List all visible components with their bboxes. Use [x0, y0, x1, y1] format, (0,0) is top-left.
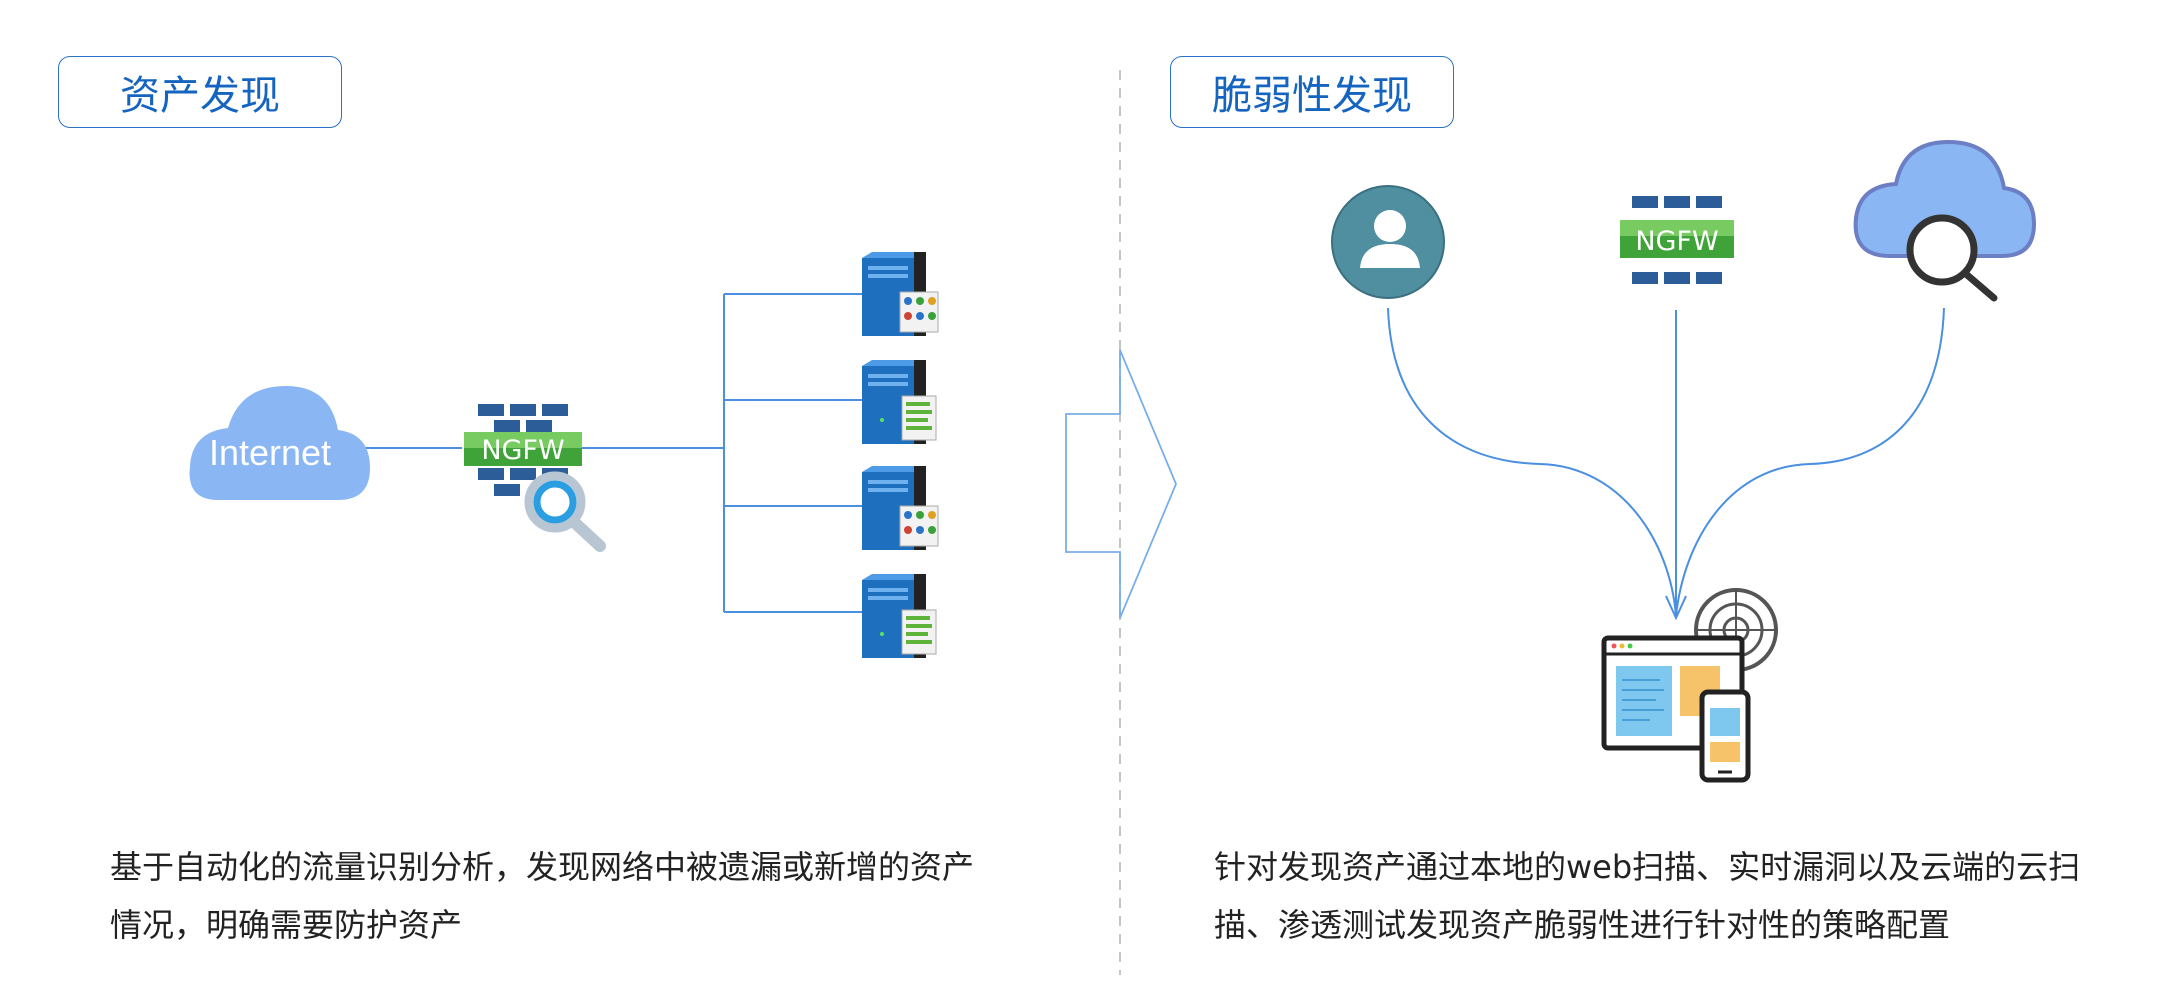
asset-discovery-description: 基于自动化的流量识别分析，发现网络中被遗漏或新增的资产 情况，明确需要防护资产: [110, 838, 1010, 954]
scan-flow-lines: [1387, 307, 1945, 621]
magnifier-icon: [524, 471, 606, 552]
server-icon: [862, 574, 937, 658]
internet-label: Internet: [209, 432, 331, 473]
internet-cloud-icon: [189, 386, 370, 500]
ngfw-label-left: NGFW: [481, 435, 564, 466]
vulnerability-discovery-description-line2: 描、渗透测试发现资产脆弱性进行针对性的策略配置: [1214, 906, 1951, 944]
transition-arrow-icon: [1065, 349, 1177, 619]
server-icon: [862, 252, 939, 336]
asset-discovery-description-line2: 情况，明确需要防护资产: [110, 906, 463, 944]
cloud-search-icon: [1853, 139, 2037, 302]
device-icon: [1601, 635, 1751, 783]
vulnerability-discovery-title: 脆弱性发现: [1212, 73, 1412, 119]
firewall-icon: NGFW: [1620, 196, 1734, 284]
server-icon: [862, 360, 937, 444]
asset-discovery-title: 资产发现: [120, 73, 280, 119]
server-icon: [862, 466, 939, 550]
ngfw-label-right: NGFW: [1635, 226, 1718, 257]
asset-discovery-description-line1: 基于自动化的流量识别分析，发现网络中被遗漏或新增的资产: [110, 848, 975, 886]
user-icon: [1331, 185, 1445, 299]
asset-discovery-tag: 资产发现: [58, 56, 342, 128]
firewall-icon: NGFW: [464, 404, 582, 496]
network-lines: [362, 293, 862, 613]
vulnerability-discovery-description: 针对发现资产通过本地的web扫描、实时漏洞以及云端的云扫 描、渗透测试发现资产脆…: [1214, 838, 2114, 954]
vulnerability-discovery-description-line1: 针对发现资产通过本地的web扫描、实时漏洞以及云端的云扫: [1214, 848, 2081, 886]
vulnerability-discovery-tag: 脆弱性发现: [1170, 56, 1454, 128]
